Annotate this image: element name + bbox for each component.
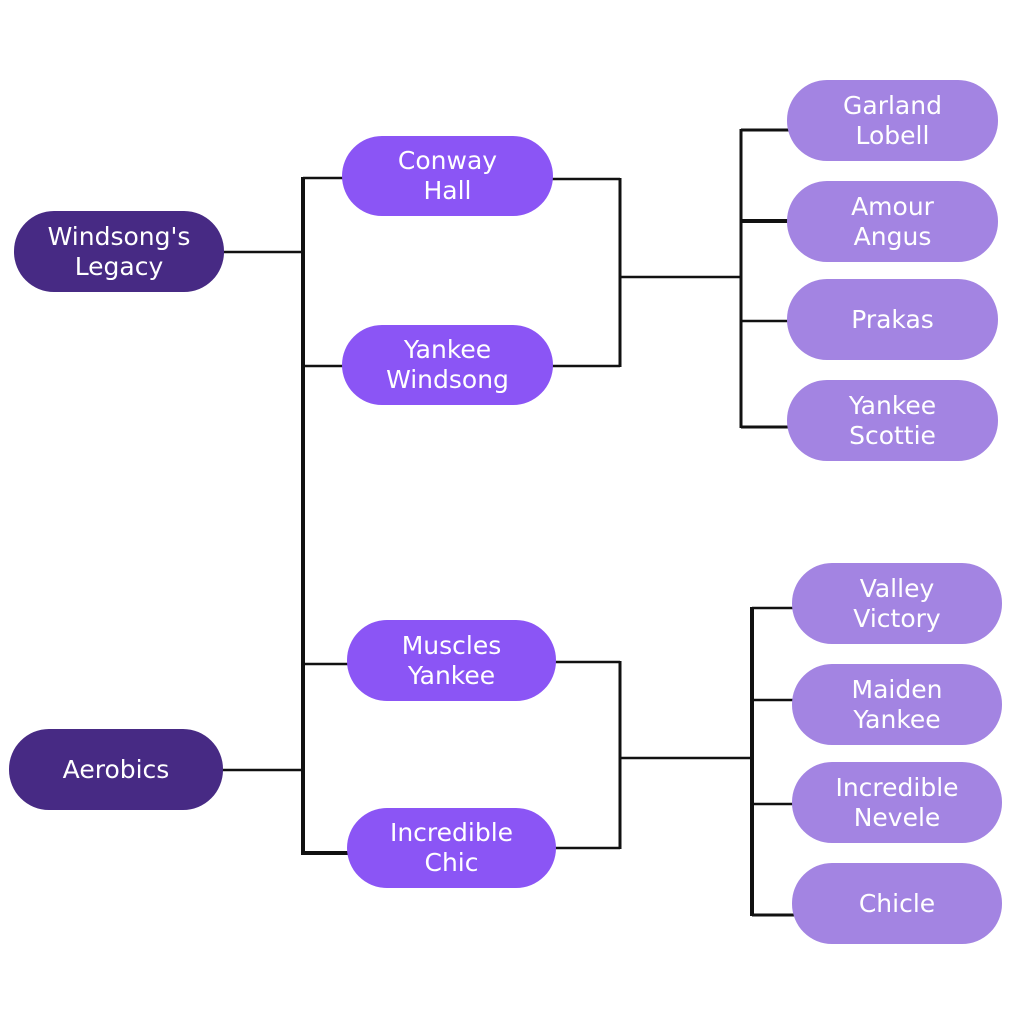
node-valley-victory: Valley Victory	[792, 563, 1002, 644]
node-windsongs-legacy: Windsong's Legacy	[14, 211, 224, 292]
node-aerobics: Aerobics	[9, 729, 223, 810]
node-chicle: Chicle	[792, 863, 1002, 944]
node-incredible-chic: Incredible Chic	[347, 808, 556, 888]
node-amour-angus: Amour Angus	[787, 181, 998, 262]
node-yankee-scottie: Yankee Scottie	[787, 380, 998, 461]
node-muscles-yankee: Muscles Yankee	[347, 620, 556, 701]
node-conway-hall: Conway Hall	[342, 136, 553, 216]
node-maiden-yankee: Maiden Yankee	[792, 664, 1002, 745]
node-prakas: Prakas	[787, 279, 998, 360]
node-garland-lobell: Garland Lobell	[787, 80, 998, 161]
node-incredible-nevele: Incredible Nevele	[792, 762, 1002, 843]
node-yankee-windsong: Yankee Windsong	[342, 325, 553, 405]
